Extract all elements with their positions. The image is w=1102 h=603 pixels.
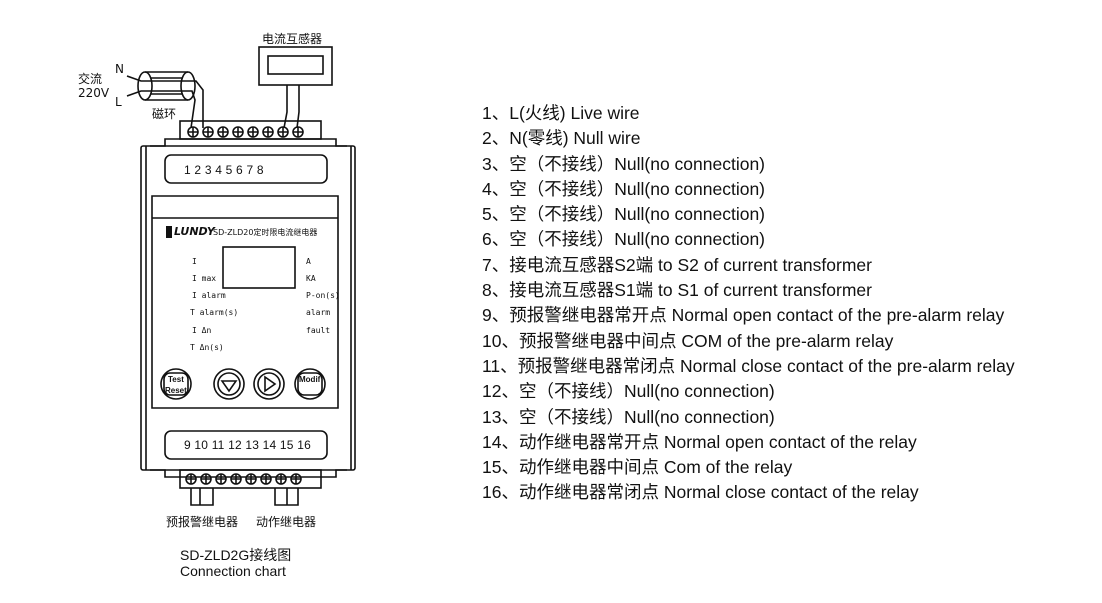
panel-label-a: A — [306, 257, 311, 266]
legend-item: 6、空（不接线）Null(no connection) — [482, 229, 766, 250]
legend-item: 7、接电流互感器S2端 to S2 of current transformer — [482, 254, 872, 275]
brand-name: LUNDY — [174, 225, 215, 238]
brand-logo-mark — [166, 226, 172, 238]
panel-label-imax: I max — [192, 274, 217, 283]
panel-label-idn: I Δn — [192, 326, 212, 335]
connection-diagram: 电流互感器 交流 220V N L 磁环 1 2 3 4 5 6 7 8 9 1… — [0, 0, 460, 603]
n-label: N — [115, 62, 124, 76]
panel-label-alarm: alarm — [306, 308, 331, 317]
panel-label-tdn: T Δn(s) — [190, 343, 224, 352]
led-display — [222, 246, 296, 289]
magnetic-ring-left — [137, 71, 153, 101]
legend-item: 8、接电流互感器S1端 to S1 of current transformer — [482, 280, 872, 301]
panel-label-fault: fault — [306, 326, 331, 335]
bottom-terminal-screws — [185, 473, 302, 485]
legend-item: 11、预报警继电器常闭点 Normal close contact of the… — [482, 355, 1015, 376]
ct-label: 电流互感器 — [262, 32, 323, 46]
bottom-terminal-window — [164, 430, 328, 460]
legend-item: 3、空（不接线）Null(no connection) — [482, 153, 766, 174]
device-drawing — [126, 46, 356, 506]
test-reset-button-outline — [160, 368, 192, 400]
l-label: L — [115, 95, 122, 109]
model-title: SD-ZLD20定时限电流继电器 — [213, 228, 318, 237]
action-relay-label: 动作继电器 — [256, 515, 317, 529]
diagram-caption: SD-ZLD2G接线图 Connection chart — [180, 547, 291, 579]
panel-label-i: I — [192, 257, 197, 266]
modif-button-label: Modif — [299, 375, 321, 384]
power-label-line1: 交流 — [78, 72, 103, 86]
legend-item: 13、空（不接线）Null(no connection) — [482, 406, 775, 427]
prealarm-relay-label: 预报警继电器 — [166, 515, 239, 529]
top-terminal-numbers: 1 2 3 4 5 6 7 8 — [184, 163, 264, 177]
current-transformer-window — [267, 55, 324, 75]
terminal-legend-list: 1、L(火线) Live wire 2、N(零线) Null wire 3、空（… — [482, 101, 1015, 506]
legend-item: 5、空（不接线）Null(no connection) — [482, 204, 766, 225]
core-label: 磁环 — [152, 107, 177, 121]
caption-line-2: Connection chart — [180, 563, 286, 579]
panel-label-ialarm: I alarm — [192, 291, 226, 300]
current-transformer-box — [258, 46, 333, 86]
panel-label-talarm: T alarm(s) — [190, 308, 239, 317]
legend-item: 14、动作继电器常开点 Normal open contact of the r… — [482, 431, 917, 452]
test-button-label: Test — [168, 375, 184, 384]
panel-label-ka: KA — [306, 274, 316, 283]
legend-item: 2、N(零线) Null wire — [482, 128, 641, 149]
legend-item: 10、预报警继电器中间点 COM of the pre-alarm relay — [482, 330, 894, 351]
top-terminal-window — [164, 154, 328, 184]
legend-item: 15、动作继电器中间点 Com of the relay — [482, 457, 793, 478]
reset-button-label: Reset — [165, 386, 187, 395]
top-terminal-screws — [187, 126, 304, 138]
legend-item: 12、空（不接线）Null(no connection) — [482, 381, 775, 402]
legend-item: 16、动作继电器常闭点 Normal close contact of the … — [482, 482, 919, 503]
caption-line-1: SD-ZLD2G接线图 — [180, 547, 292, 563]
panel-label-pon: P-on(s) — [306, 291, 340, 300]
legend-item: 4、空（不接线）Null(no connection) — [482, 178, 766, 199]
legend-item: 1、L(火线) Live wire — [482, 103, 640, 123]
power-label-line2: 220V — [78, 86, 110, 100]
bottom-terminal-numbers: 9 10 11 12 13 14 15 16 — [184, 438, 311, 452]
legend-item: 9、预报警继电器常开点 Normal open contact of the p… — [482, 305, 1005, 326]
